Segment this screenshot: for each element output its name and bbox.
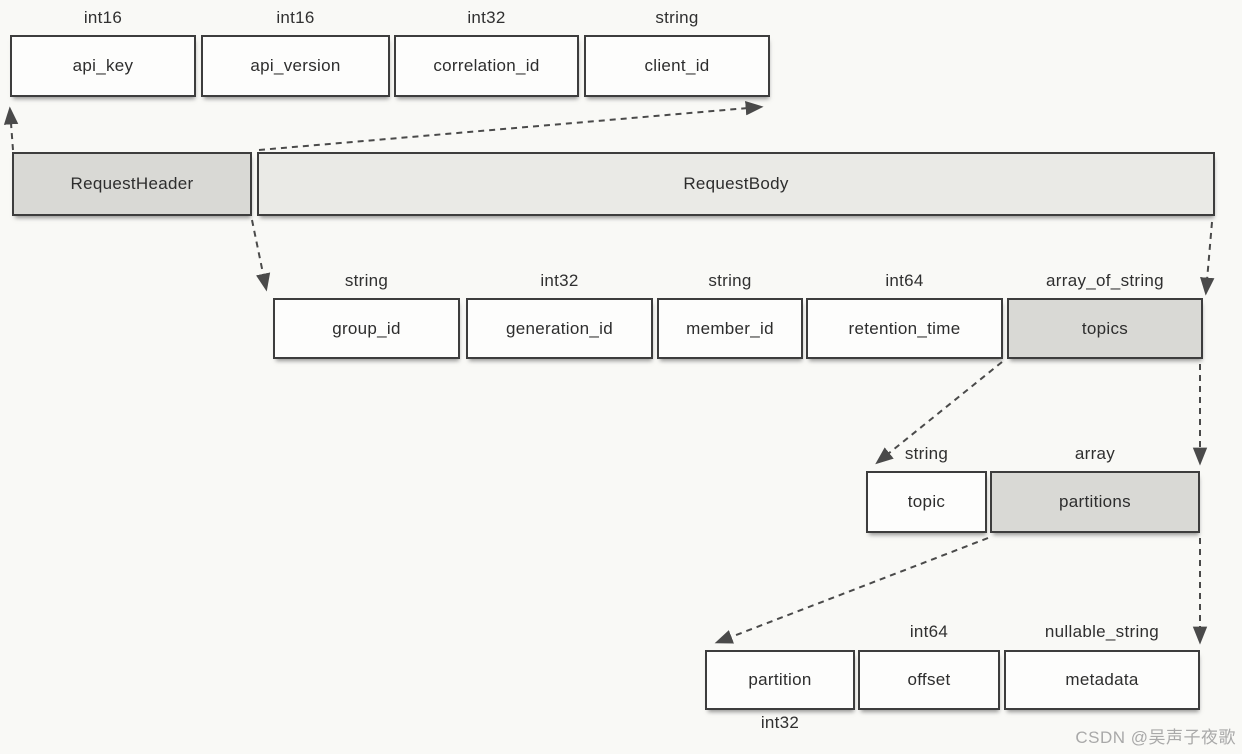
type-label-offset: int64 <box>909 622 949 641</box>
request-body-box: RequestBody <box>257 152 1215 216</box>
field-box-offset: offset <box>858 650 1000 710</box>
field-label-partitions: partitions <box>1059 492 1131 511</box>
request-body-label: RequestBody <box>683 174 789 193</box>
type-label-client-id: string <box>655 8 699 27</box>
field-box-metadata: metadata <box>1004 650 1200 710</box>
field-box-client-id: client_id <box>584 35 770 97</box>
type-label-metadata: nullable_string <box>1044 622 1160 641</box>
field-box-topic: topic <box>866 471 987 533</box>
field-box-api-version: api_version <box>201 35 390 97</box>
arrow-requestbody-to-topics-right <box>1200 221 1215 296</box>
type-label-topics: array_of_string <box>1046 271 1164 290</box>
type-label-partition: int32 <box>760 713 800 732</box>
type-label-api-key: int16 <box>83 8 123 27</box>
field-label-client-id: client_id <box>644 56 710 75</box>
type-label-correlation-id: int32 <box>467 8 506 27</box>
field-label-member-id: member_id <box>686 318 774 338</box>
field-label-generation-id: generation_id <box>506 318 613 338</box>
type-label-member-id: string <box>708 271 752 290</box>
csdn-watermark: CSDN @吴声子夜歌 <box>1075 728 1236 747</box>
type-label-topic: string <box>904 444 949 463</box>
field-label-offset: offset <box>907 670 951 689</box>
field-box-partitions: partitions <box>990 471 1200 533</box>
field-label-topic: topic <box>907 492 946 511</box>
field-box-topics: topics <box>1007 298 1203 359</box>
arrow-requestheader-to-header-fields-left <box>3 106 19 151</box>
field-label-topics: topics <box>1081 318 1129 338</box>
arrow-requestbody-to-header-fields-right <box>258 101 764 151</box>
type-label-api-version: int16 <box>276 8 315 27</box>
field-box-partition: partition <box>705 650 855 710</box>
field-label-api-key: api_key <box>72 56 134 75</box>
field-label-api-version: api_version <box>250 56 341 75</box>
field-label-partition: partition <box>748 670 812 689</box>
field-label-group-id: group_id <box>332 318 401 338</box>
field-box-generation-id: generation_id <box>466 298 653 359</box>
field-label-correlation-id: correlation_id <box>433 56 540 75</box>
field-box-retention-time: retention_time <box>806 298 1003 359</box>
field-box-api-key: api_key <box>10 35 196 97</box>
field-label-metadata: metadata <box>1065 670 1139 689</box>
field-box-member-id: member_id <box>657 298 803 359</box>
type-label-retention-time: int64 <box>885 271 924 290</box>
arrow-requestbody-to-body-fields-left <box>251 219 271 292</box>
type-label-partitions: array <box>1074 444 1116 463</box>
type-label-generation-id: int32 <box>540 271 579 290</box>
request-header-label: RequestHeader <box>70 174 194 193</box>
field-box-correlation-id: correlation_id <box>394 35 579 97</box>
field-box-group-id: group_id <box>273 298 460 359</box>
request-header-box: RequestHeader <box>12 152 252 216</box>
type-label-group-id: string <box>344 271 389 290</box>
field-label-retention-time: retention_time <box>848 318 961 338</box>
